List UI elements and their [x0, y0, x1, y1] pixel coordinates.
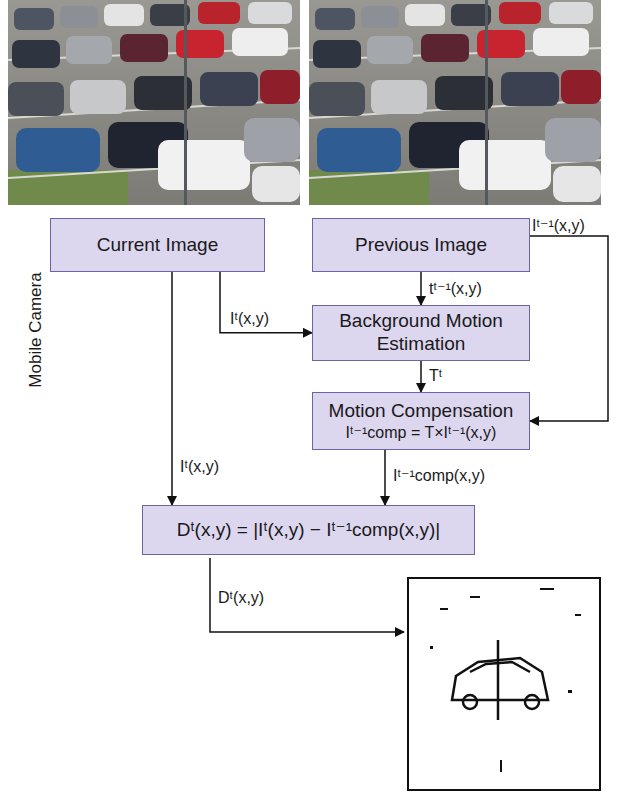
- signal-label: tᵗ⁻¹(x,y): [429, 279, 482, 298]
- signal-label: Iᵗ⁻¹(x,y): [532, 216, 585, 235]
- difference-image: [408, 578, 600, 790]
- signal-label: Iᵗ(x,y): [180, 457, 219, 476]
- box-title: Background Motion Estimation: [321, 310, 521, 356]
- flow-arrow: [384, 450, 386, 505]
- signal-label: Iᵗ⁻¹comp(x,y): [393, 466, 485, 485]
- signal-label: Dᵗ(x,y): [218, 588, 264, 607]
- formula-box: Dᵗ(x,y) = |Iᵗ(x,y) − Iᵗ⁻¹comp(x,y)|: [142, 505, 475, 555]
- process-box: Motion CompensationIᵗ⁻¹comp = T×Iᵗ⁻¹(x,y…: [312, 392, 530, 450]
- flow-arrow: [220, 272, 312, 333]
- signal-label: Tᵗ: [429, 366, 442, 385]
- photo-current: [8, 0, 300, 205]
- box-title: Current Image: [97, 234, 218, 257]
- flow-arrow: [171, 272, 173, 505]
- box-title: Motion Compensation: [329, 400, 514, 423]
- noise-speckles: [430, 588, 581, 772]
- formula-text: Iᵗ⁻¹comp = T×Iᵗ⁻¹(x,y): [346, 423, 497, 442]
- signal-label: Iᵗ(x,y): [230, 309, 269, 328]
- process-box: Current Image: [50, 218, 265, 272]
- flow-arrow: [420, 361, 422, 392]
- flow-arrow: [420, 272, 422, 305]
- output-arrow: [210, 558, 404, 632]
- photo-previous: [309, 0, 601, 205]
- box-title: Dᵗ(x,y) = |Iᵗ(x,y) − Iᵗ⁻¹comp(x,y)|: [177, 519, 441, 542]
- box-title: Previous Image: [355, 234, 487, 257]
- process-box: Background Motion Estimation: [312, 305, 530, 361]
- detected-car: [452, 640, 548, 720]
- side-label: Mobile Camera: [26, 272, 46, 387]
- process-box: Previous Image: [312, 218, 530, 272]
- flow-arrow: [530, 236, 608, 421]
